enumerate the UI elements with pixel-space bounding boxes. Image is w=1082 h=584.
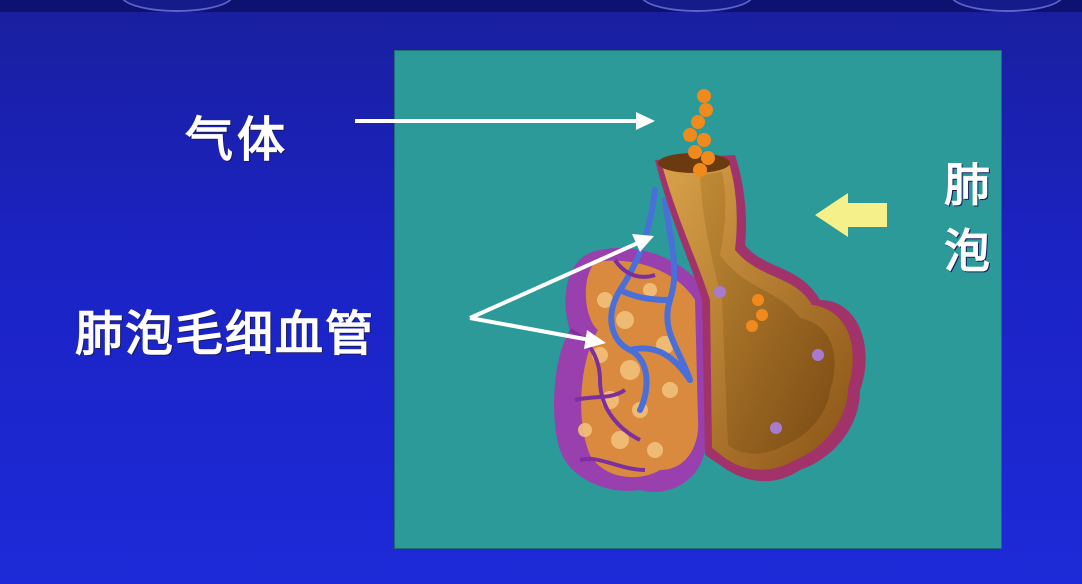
arrow-right-icon	[636, 112, 655, 130]
arrow-left-icon	[815, 193, 887, 237]
capillary-label: 肺泡毛细血管	[75, 294, 375, 364]
gas-label: 气体	[185, 100, 289, 170]
alveolus-label: 肺泡	[944, 152, 1004, 284]
